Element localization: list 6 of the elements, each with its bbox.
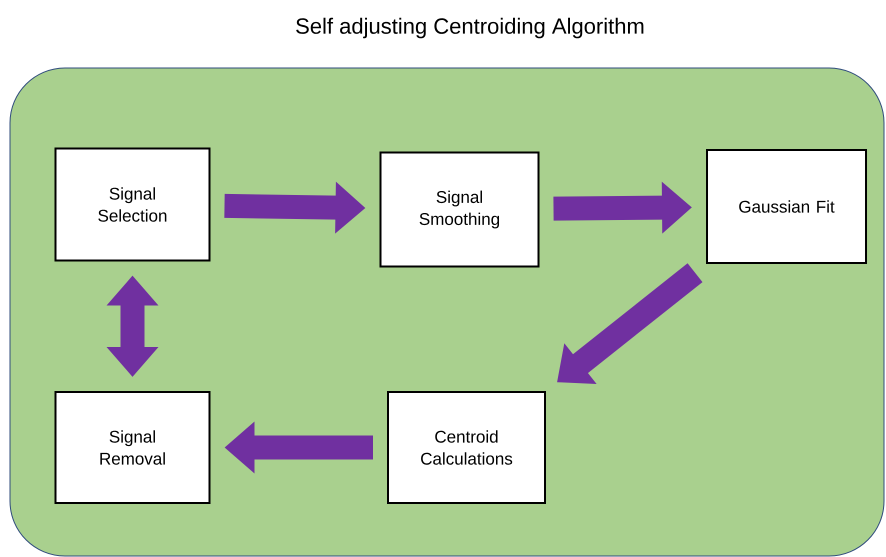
process-box: Centroid Calculations [387, 391, 546, 504]
title: Self adjusting Centroiding Algorithm [296, 18, 644, 38]
process-box: Gaussian Fit [706, 149, 867, 264]
process-box: Signal Smoothing [380, 152, 540, 268]
process-box: Signal Selection [54, 148, 210, 262]
process-box: Signal Removal [54, 391, 210, 504]
